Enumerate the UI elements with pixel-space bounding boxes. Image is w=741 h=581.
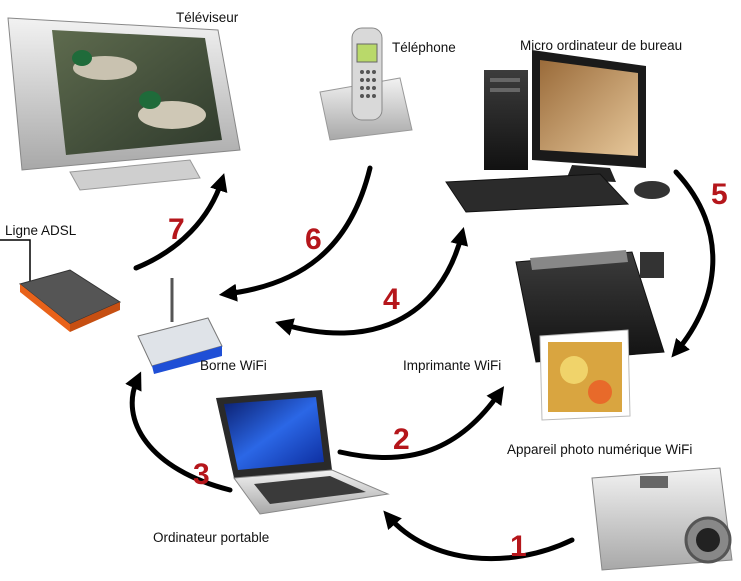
- laptop-label: Ordinateur portable: [153, 530, 270, 545]
- router-label: Borne WiFi: [200, 358, 267, 373]
- wifi-router-icon: [137, 278, 223, 374]
- flat-screen-tv-icon: [7, 17, 241, 191]
- arrow-3: [125, 371, 233, 493]
- phone-label: Téléphone: [392, 40, 456, 55]
- connection-number-4: 4: [383, 283, 400, 316]
- arrow-1: [383, 510, 575, 562]
- desktop-computer-icon: [445, 50, 670, 213]
- connection-number-3: 3: [193, 458, 210, 491]
- camera-label: Appareil photo numérique WiFi: [507, 442, 693, 457]
- connection-number-7: 7: [168, 213, 185, 246]
- adsl-label: Ligne ADSL: [5, 223, 77, 238]
- cordless-phone-icon: [319, 27, 413, 141]
- connection-number-5: 5: [711, 178, 728, 211]
- connection-number-1: 1: [510, 530, 527, 563]
- arrow-7: [133, 173, 228, 271]
- tv-label: Téléviseur: [176, 10, 239, 25]
- connection-arrows: [125, 165, 716, 562]
- connection-number-6: 6: [305, 223, 322, 256]
- inkjet-printer-icon: [515, 250, 665, 421]
- arrow-4: [275, 227, 469, 336]
- desktop-label: Micro ordinateur de bureau: [520, 38, 683, 53]
- laptop-icon: [216, 390, 390, 515]
- arrow-2: [337, 386, 505, 461]
- arrow-5: [671, 169, 716, 358]
- connection-number-2: 2: [393, 423, 410, 456]
- adsl-modem-icon: [0, 239, 122, 332]
- digital-camera-icon: [591, 467, 733, 571]
- arrow-6: [218, 165, 373, 302]
- printer-label: Imprimante WiFi: [403, 358, 502, 373]
